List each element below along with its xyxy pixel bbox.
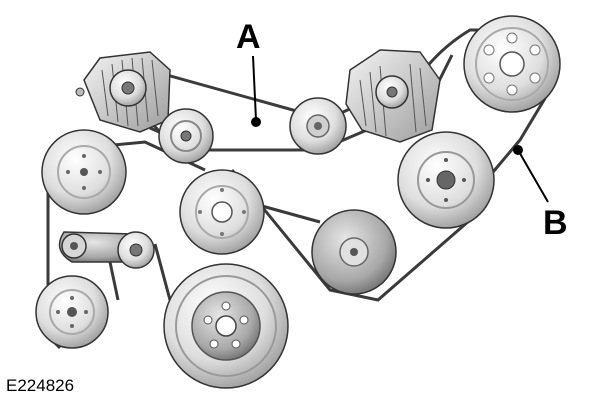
callout-a-label: A bbox=[236, 18, 261, 56]
callout-a-leader bbox=[251, 55, 261, 127]
pulley-right-middle bbox=[397, 131, 495, 229]
alternator-right bbox=[345, 49, 441, 143]
idler-pulley-upper-left bbox=[158, 108, 214, 164]
idler-pulley-upper-center bbox=[289, 97, 347, 155]
tensioner-arm bbox=[58, 231, 155, 269]
figure-id: E224826 bbox=[6, 376, 75, 395]
callout-b-leader bbox=[513, 145, 549, 203]
pulley-top-right bbox=[463, 15, 561, 113]
pulley-center-upper bbox=[179, 169, 265, 255]
callout-b-label: B bbox=[543, 204, 568, 242]
pulley-left-upper bbox=[41, 129, 127, 215]
pulley-left-lower bbox=[35, 275, 109, 349]
crankshaft-pulley bbox=[163, 263, 289, 389]
alternator-left bbox=[75, 51, 171, 133]
pulley-center-right bbox=[311, 209, 397, 295]
